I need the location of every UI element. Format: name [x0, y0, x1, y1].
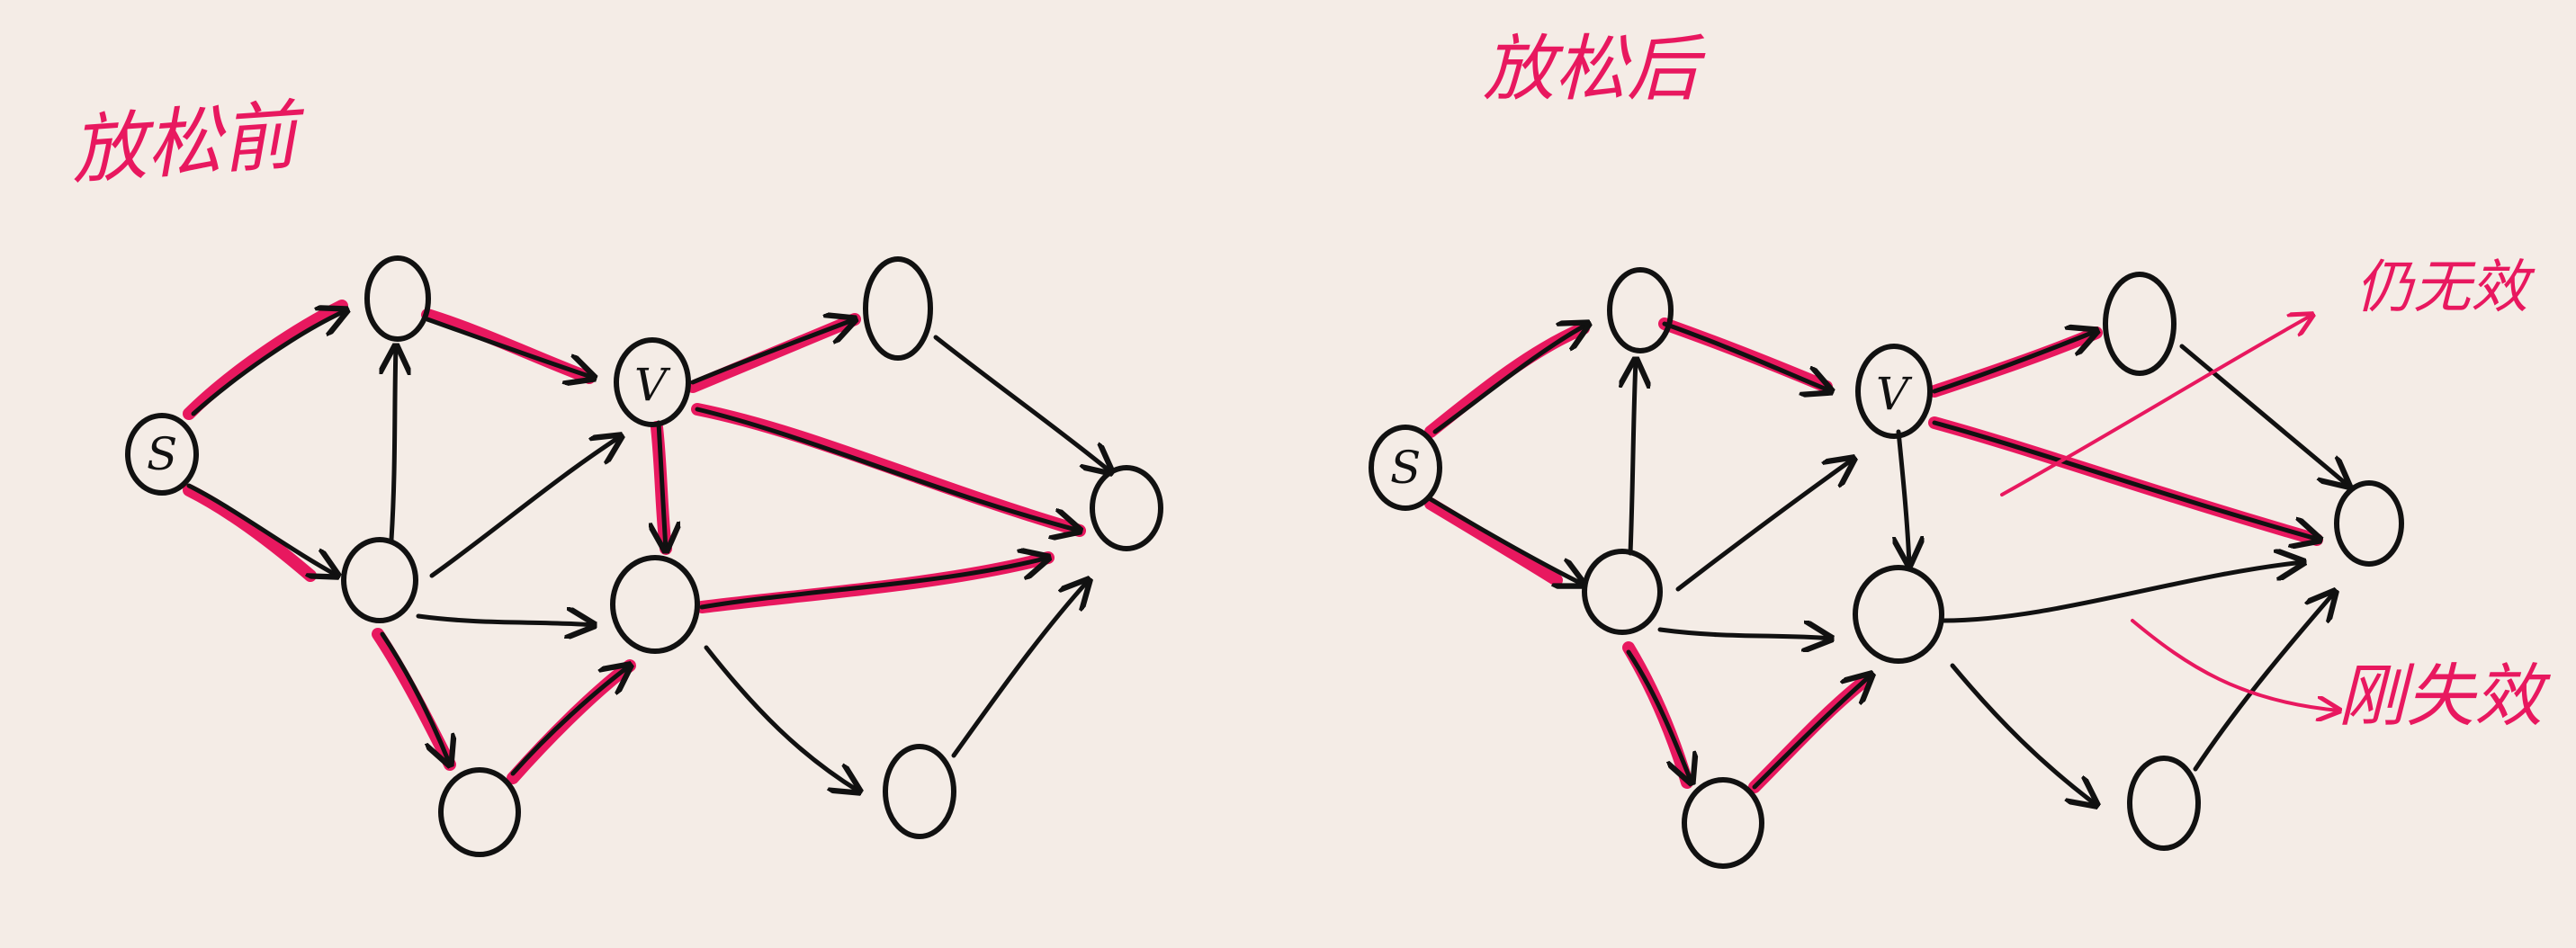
left-edge-hl-d-e [507, 659, 636, 784]
left-node-v-label: V [634, 359, 671, 411]
left-node-a [364, 255, 431, 342]
left-black-edges [186, 310, 1111, 791]
right-edge-s-c [1428, 496, 1584, 585]
left-node-c [341, 537, 418, 623]
left-edge-b-f [933, 335, 1111, 472]
left-node-s-label: S [147, 428, 177, 480]
right-edge-c-e [1657, 630, 1831, 639]
right-node-d [1682, 777, 1764, 869]
left-edge-hl-s-c [183, 484, 317, 582]
left-node-g [883, 744, 956, 839]
right-node-a [1607, 267, 1674, 353]
left-diagram: S V [125, 255, 1163, 857]
right-node-g [2127, 756, 2201, 851]
right-node-e [1853, 565, 1944, 664]
right-edge-a-v [1662, 321, 1831, 391]
right-annotation-arrows [2000, 315, 2339, 711]
right-edge-c-d [1626, 649, 1692, 783]
right-node-s [1369, 425, 1442, 511]
just-invalid-note: 刚失效 [2338, 656, 2543, 736]
right-edge-b-f [2179, 344, 2348, 486]
right-diagram-title: 放松后 [1483, 27, 1699, 111]
right-node-c [1582, 549, 1663, 635]
left-edge-h-f [951, 580, 1089, 758]
left-node-s [125, 413, 199, 496]
left-node-d [438, 767, 521, 857]
right-black-edges [1428, 321, 2348, 805]
right-edge-v-e [1898, 429, 1909, 565]
just-invalid-arrow [2131, 619, 2339, 711]
left-node-b [863, 256, 933, 361]
left-edge-v-e [659, 420, 666, 550]
right-edge-d-e [1752, 675, 1871, 790]
right-nodes: S V [1369, 267, 2404, 869]
left-nodes: S V [125, 255, 1163, 857]
right-node-f [2334, 480, 2404, 567]
right-edge-v-f [1932, 420, 2320, 540]
left-node-v [614, 337, 691, 427]
left-edge-hl-c-d [372, 628, 456, 771]
left-edge-v-b [690, 319, 855, 385]
right-edge-v-b [1932, 331, 2096, 394]
left-edge-v-f [695, 407, 1080, 531]
right-edge-e-f [1941, 562, 2303, 623]
left-edge-c-v [429, 436, 621, 578]
left-node-f [1090, 465, 1163, 551]
left-edge-d-e [510, 666, 630, 776]
left-edge-c-a [391, 346, 396, 542]
left-edge-s-a [191, 310, 346, 416]
right-edge-c-v [1675, 459, 1853, 592]
right-edge-hl-s-c [1424, 497, 1563, 586]
left-edge-a-v [425, 317, 594, 378]
left-diagram-title: 放松前 [67, 91, 301, 195]
right-diagram: S V [1369, 267, 2404, 869]
right-edge-h-f [2193, 592, 2335, 772]
right-edge-c-a [1630, 360, 1636, 556]
right-highlight-edges [1424, 317, 2323, 793]
right-node-v-label: V [1876, 368, 1913, 420]
right-node-v [1855, 344, 1933, 439]
left-node-e [610, 555, 700, 654]
left-edge-c-e [416, 616, 594, 625]
left-edge-e-g [704, 645, 859, 791]
left-edge-s-c [186, 483, 337, 576]
still-invalid-arrow [2000, 315, 2312, 496]
still-invalid-note: 仍无效 [2356, 255, 2528, 321]
right-edge-s-a [1432, 324, 1588, 434]
left-edge-c-d [380, 631, 450, 765]
left-edge-e-f [699, 558, 1048, 610]
right-node-s-label: S [1390, 442, 1421, 494]
right-node-b [2103, 272, 2177, 376]
right-edge-e-g [1950, 663, 2096, 805]
